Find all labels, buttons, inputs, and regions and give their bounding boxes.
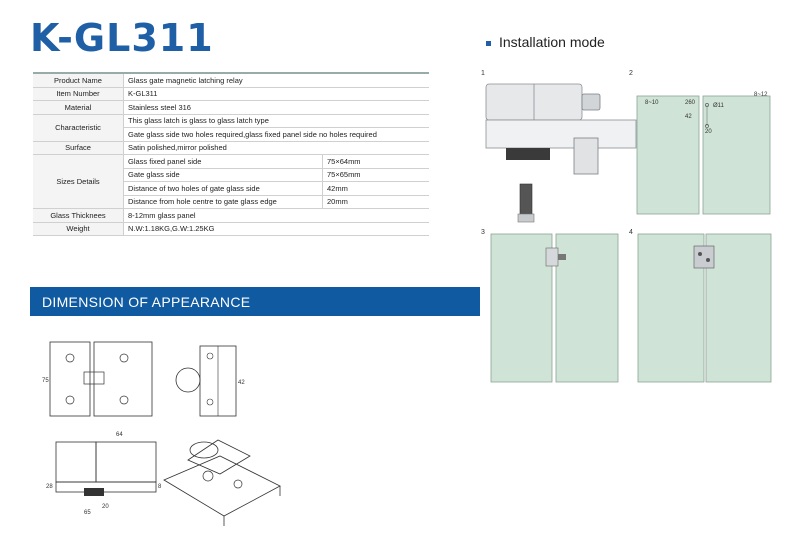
- spec-value: Satin polished,mirror polished: [123, 141, 429, 155]
- dim-label: 65: [84, 510, 91, 516]
- dimension-heading: DIMENSION OF APPEARANCE: [42, 294, 251, 310]
- size-name: Gate glass side: [123, 168, 323, 182]
- table-row: Item Number K-GL311: [33, 87, 429, 101]
- size-name: Distance from hole centre to gate glass …: [123, 195, 323, 209]
- spec-label: Weight: [33, 222, 124, 236]
- step-number: 3: [481, 229, 485, 236]
- dim-label: 260: [685, 100, 696, 106]
- dim-label: 8~12: [754, 92, 768, 98]
- spec-label: Surface: [33, 141, 124, 155]
- step4-glass-panels: [637, 233, 772, 383]
- dim-label: 42: [685, 114, 692, 120]
- plan-view-drawing: 64 28 65 20 8: [46, 432, 162, 516]
- dim-label: 42: [238, 380, 245, 386]
- dim-label: 75: [42, 378, 49, 384]
- table-row: Material Stainless steel 316: [33, 100, 429, 115]
- step3-glass-panels: [490, 233, 619, 383]
- spec-label: Product Name: [33, 72, 124, 88]
- table-row: Surface Satin polished,mirror polished: [33, 141, 429, 155]
- bullet-square-icon: [486, 40, 491, 46]
- installation-heading: Installation mode: [486, 34, 605, 50]
- size-value: 20mm: [322, 195, 429, 209]
- spec-table: Product Name Glass gate magnetic latchin…: [33, 72, 429, 236]
- table-row: Characteristic This glass latch is glass…: [33, 114, 429, 142]
- size-value: 75×64mm: [322, 154, 429, 169]
- step-number: 2: [629, 70, 633, 77]
- front-view-drawing: 75: [42, 341, 153, 417]
- table-row: Gate glass side 75×65mm: [33, 168, 429, 182]
- dim-label: 8: [158, 484, 162, 490]
- isometric-drawing: [163, 439, 281, 526]
- installation-heading-text: Installation mode: [499, 34, 605, 50]
- step-number: 1: [481, 70, 485, 77]
- step-number: 4: [629, 229, 633, 236]
- table-row: Gate glass side two holes required,glass…: [33, 127, 429, 142]
- spec-label: Material: [33, 100, 124, 115]
- size-value: 42mm: [322, 181, 429, 196]
- table-row: Glass Thicknees 8-12mm glass panel: [33, 208, 429, 223]
- table-row: Sizes Details Glass fixed panel side 75×…: [33, 154, 429, 209]
- dim-label: 64: [116, 432, 123, 438]
- size-name: Glass fixed panel side: [123, 154, 323, 169]
- spec-value: Stainless steel 316: [123, 100, 429, 115]
- table-row: Distance of two holes of gate glass side…: [33, 181, 429, 196]
- spec-value: N.W:1.18KG,G.W:1.25KG: [123, 222, 429, 236]
- spec-value: K-GL311: [123, 87, 429, 101]
- spec-label: Item Number: [33, 87, 124, 101]
- table-row: Product Name Glass gate magnetic latchin…: [33, 72, 429, 88]
- step1-latch-illustration: [485, 83, 637, 223]
- step2-glass-panels: 8~10 260 Ø11 42 20: [636, 95, 771, 215]
- spec-label: Characteristic: [33, 114, 124, 142]
- spec-label: Sizes Details: [33, 154, 124, 209]
- dim-label: 28: [46, 484, 53, 490]
- spec-value: Gate glass side two holes required,glass…: [123, 127, 429, 142]
- dim-label: 20: [102, 504, 109, 510]
- dim-label: 20: [705, 129, 712, 135]
- table-row: Weight N.W:1.18KG,G.W:1.25KG: [33, 222, 429, 236]
- spec-value: Glass gate magnetic latching relay: [123, 72, 429, 88]
- dim-label: 8~10: [645, 100, 659, 106]
- size-value: 75×65mm: [322, 168, 429, 182]
- spec-label: Glass Thicknees: [33, 208, 124, 223]
- product-title: K-GL311: [30, 16, 214, 60]
- size-name: Distance of two holes of gate glass side: [123, 181, 323, 196]
- side-view-drawing: 42: [175, 345, 245, 417]
- spec-value: This glass latch is glass to glass latch…: [123, 114, 429, 128]
- step2-edge-dimension: 8~12: [754, 92, 768, 98]
- dim-label: Ø11: [713, 103, 725, 109]
- dimension-heading-bar: DIMENSION OF APPEARANCE: [30, 287, 480, 316]
- table-row: Distance from hole centre to gate glass …: [33, 195, 429, 209]
- spec-value: 8-12mm glass panel: [123, 208, 429, 223]
